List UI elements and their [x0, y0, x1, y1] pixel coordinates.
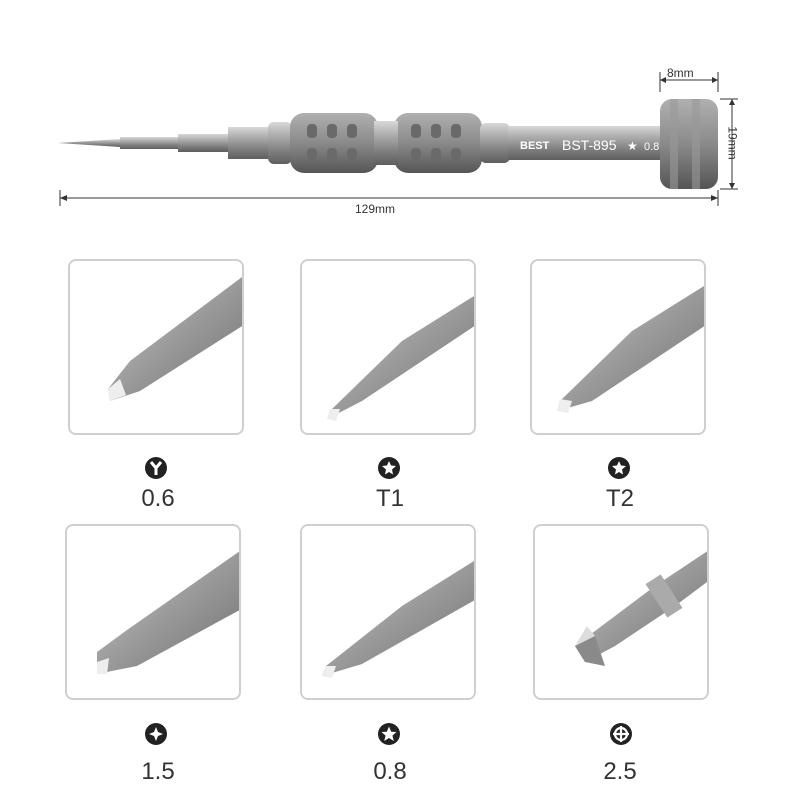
star-icon: ★: [627, 139, 638, 153]
bit-card-torx-t2: [530, 259, 706, 435]
tip-point: [58, 139, 120, 147]
bit-image: [322, 561, 474, 678]
torx-icon: [608, 457, 630, 479]
convex-cross-icon: [610, 723, 632, 745]
shaft-mid: [178, 134, 228, 152]
head-height-label: 19mm: [725, 126, 740, 160]
tri-wing-icon: [145, 457, 167, 479]
bit-card-pentalobe: [300, 524, 476, 700]
screwdriver-illustration: BEST BST-895 ★ 0.8: [58, 72, 738, 206]
rear-shaft: [508, 126, 668, 160]
grip-section-1: [290, 113, 378, 173]
tip-code-text: 0.8: [644, 141, 659, 153]
bit-card-tri-wing: [68, 259, 244, 435]
bit-image: [575, 551, 707, 666]
bit-label: 0.8: [373, 758, 407, 785]
bit-label: T1: [375, 485, 404, 512]
grip-section-2: [394, 113, 482, 173]
phillips-icon: [145, 723, 167, 745]
bit-image: [557, 286, 704, 413]
total-length-label: 129mm: [355, 202, 396, 216]
bit-label: 1.5: [141, 758, 175, 785]
brand-text: BEST: [520, 140, 550, 152]
bit-card-convex-cross: [533, 524, 709, 700]
bit-label: 0.6: [141, 485, 175, 512]
screwdriver-diagram: BEST BST-895 ★ 0.8 8mm 19mm 129mm: [0, 0, 800, 230]
model-text: BST-895: [562, 137, 617, 153]
bit-image: [327, 296, 474, 421]
dimension-arrows: [60, 77, 735, 201]
head-cap: [660, 99, 718, 189]
shaft-thin: [120, 137, 178, 149]
bit-label: 2.5: [603, 758, 637, 785]
bit-image: [108, 277, 242, 401]
collar: [228, 127, 268, 159]
bit-card-torx-t1: [300, 259, 476, 435]
bit-card-phillips: [65, 524, 241, 700]
pentalobe-icon: [378, 723, 400, 745]
torx-icon: [378, 457, 400, 479]
grip-dimples: [307, 124, 461, 162]
head-width-label: 8mm: [667, 66, 694, 80]
bit-label: T2: [605, 485, 634, 512]
bit-image: [97, 551, 239, 674]
